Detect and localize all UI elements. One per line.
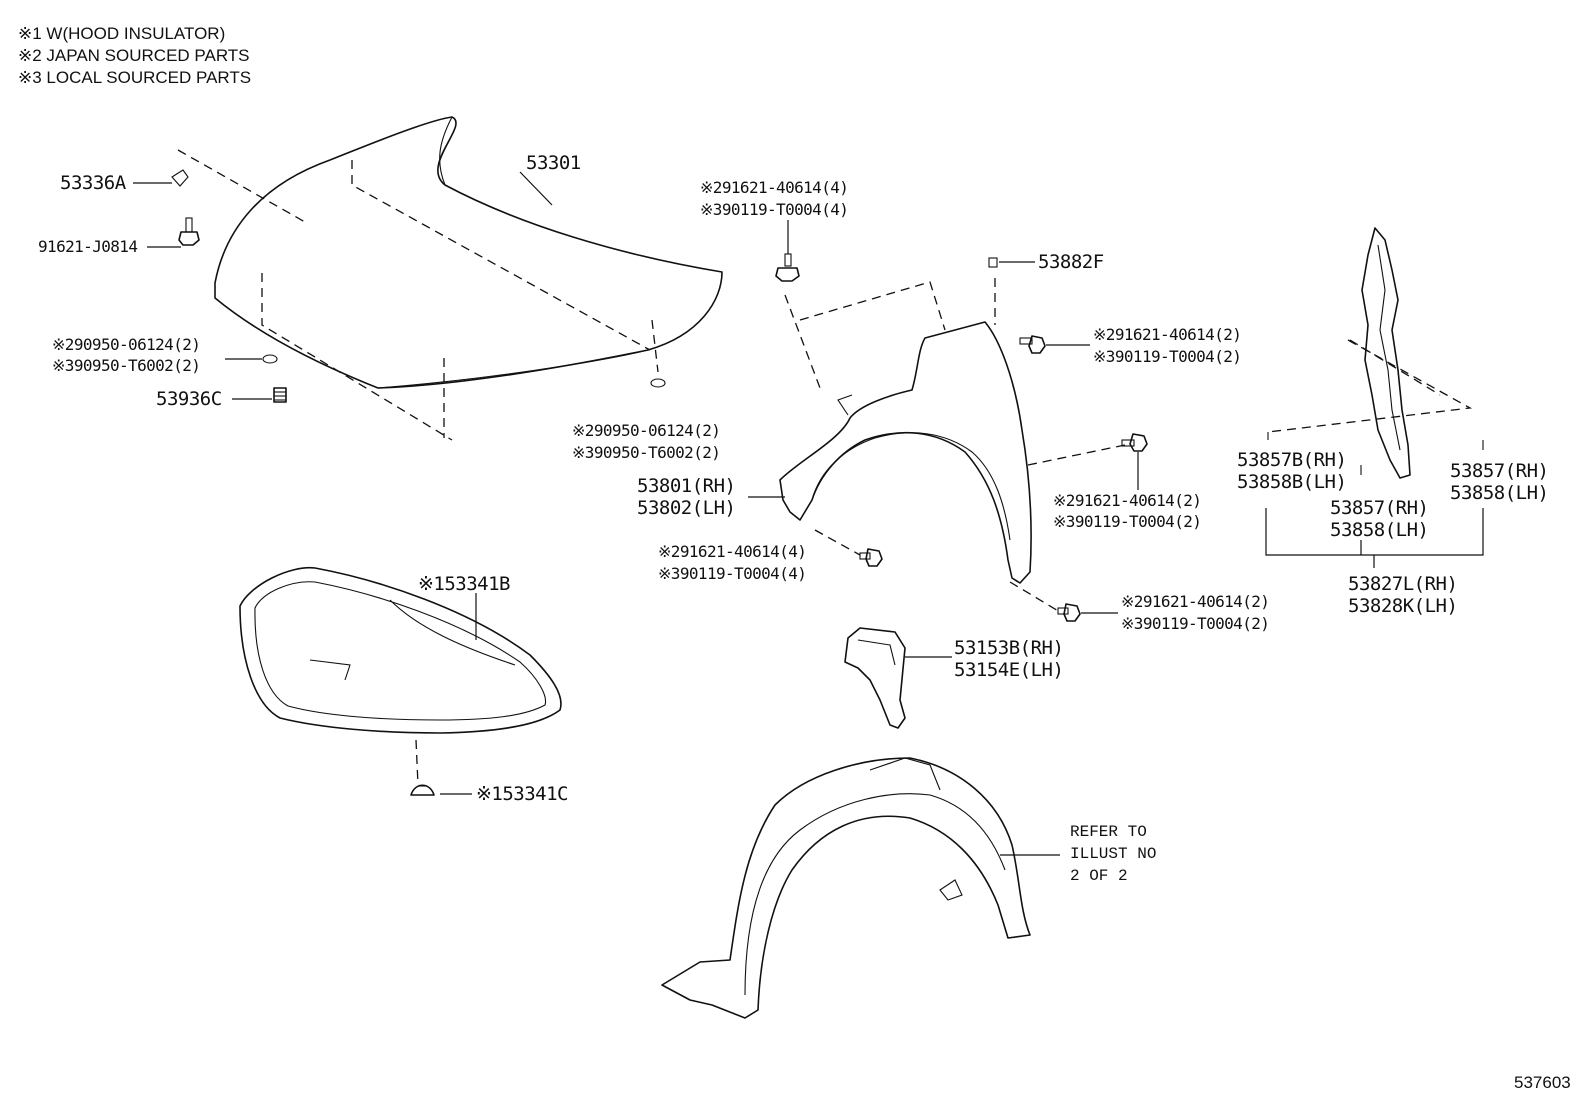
insulator-clip-icon — [410, 784, 435, 796]
label-bolt-fender-bot-local: ※390119-T0004(2) — [1121, 614, 1269, 633]
seal-dash-2 — [1349, 339, 1441, 396]
label-hood: 53301 — [526, 152, 581, 174]
seal-dash-1 — [1267, 339, 1473, 433]
label-insulator: ※153341B — [418, 573, 510, 595]
fender-dash-4 — [1009, 581, 1061, 613]
hood-bolt-icon — [178, 217, 200, 246]
label-bolt-fender-mid-local: ※390119-T0004(2) — [1053, 512, 1201, 531]
insulator-dash — [415, 739, 419, 786]
label-fender-clip: 53882F — [1038, 251, 1104, 273]
label-seal-b-rh: 53857B(RH) — [1237, 449, 1346, 471]
note-local-sourced: ※3 LOCAL SOURCED PARTS — [18, 68, 251, 87]
label-cushion-left-local: ※390950-T6002(2) — [52, 356, 200, 375]
label-bolt-fender-bot-jp: ※291621-40614(2) — [1121, 592, 1269, 611]
fender-dash-2 — [784, 294, 821, 389]
bolt-fender-bot-icon — [1057, 603, 1081, 622]
fender-seal-drawing — [1361, 227, 1411, 479]
label-seal-set-lh: 53828K(LH) — [1348, 595, 1457, 617]
diagram-id: 537603 — [1514, 1073, 1571, 1092]
hood-leader — [519, 171, 553, 206]
label-seal-c-lh: 53858(LH) — [1330, 519, 1428, 541]
label-bolt-top-jp: ※291621-40614(4) — [700, 178, 848, 197]
label-seal-b-lh: 53858B(LH) — [1237, 471, 1346, 493]
fender-dash-3 — [1027, 444, 1126, 466]
label-splash-lh: 53154E(LH) — [954, 659, 1063, 681]
bolt-fender-low-icon — [859, 548, 883, 567]
label-bolt-fender-top-local: ※390119-T0004(2) — [1093, 347, 1241, 366]
label-fender-lh: 53802(LH) — [637, 497, 735, 519]
label-cushion-left-jp: ※290950-06124(2) — [52, 335, 200, 354]
refer-text-1: REFER TO — [1070, 823, 1147, 841]
label-bolt-fender-top-jp: ※291621-40614(2) — [1093, 325, 1241, 344]
bolt-fender-mid-icon — [1121, 433, 1148, 452]
label-fender-rh: 53801(RH) — [637, 475, 735, 497]
bolt-top-icon — [775, 253, 800, 282]
hood-dash-1 — [177, 149, 306, 223]
label-hood-bolt: 91621-J0814 — [38, 237, 137, 256]
bolt-fender-top-icon — [1019, 335, 1046, 354]
label-seal-r-lh: 53858(LH) — [1450, 482, 1548, 504]
label-bolt-fender-mid-jp: ※291621-40614(2) — [1053, 491, 1201, 510]
note-hood-insulator: ※1 W(HOOD INSULATOR) — [18, 24, 225, 43]
hood-dash-3 — [261, 273, 453, 441]
hood-panel-drawing — [214, 116, 723, 389]
note-japan-sourced: ※2 JAPAN SOURCED PARTS — [18, 46, 250, 65]
label-insulator-clip: ※153341C — [476, 783, 568, 805]
fender-dash-5 — [814, 529, 861, 556]
label-bolt-fender-low-local: ※390119-T0004(4) — [658, 564, 806, 583]
label-bolt-top-local: ※390119-T0004(4) — [700, 200, 848, 219]
refer-text-3: 2 OF 2 — [1070, 867, 1128, 885]
refer-text-2: ILLUST NO — [1070, 845, 1156, 863]
splash-shield-drawing — [844, 627, 906, 729]
hood-dash-2 — [351, 160, 651, 351]
hood-dash-5 — [651, 319, 659, 373]
label-seal-c-rh: 53857(RH) — [1330, 497, 1428, 519]
stopper-icon — [273, 387, 287, 403]
label-seal-set-rh: 53827L(RH) — [1348, 573, 1457, 595]
hood-bracket-icon — [171, 169, 189, 187]
cushion-right-icon — [650, 378, 666, 388]
label-stopper: 53936C — [156, 388, 222, 410]
fender-dash-1 — [799, 281, 946, 331]
fender-panel-drawing — [779, 321, 1032, 584]
label-splash-rh: 53153B(RH) — [954, 637, 1063, 659]
label-hood-bracket: 53336A — [60, 172, 127, 194]
fender-liner-drawing — [661, 757, 1031, 1019]
label-seal-r-rh: 53857(RH) — [1450, 460, 1548, 482]
label-cushion-right-local: ※390950-T6002(2) — [572, 443, 720, 462]
cushion-left-icon — [262, 354, 278, 364]
label-bolt-fender-low-jp: ※291621-40614(4) — [658, 542, 806, 561]
label-cushion-right-jp: ※290950-06124(2) — [572, 421, 720, 440]
fender-clip-icon — [988, 257, 998, 268]
hood-insulator-drawing — [239, 566, 562, 734]
